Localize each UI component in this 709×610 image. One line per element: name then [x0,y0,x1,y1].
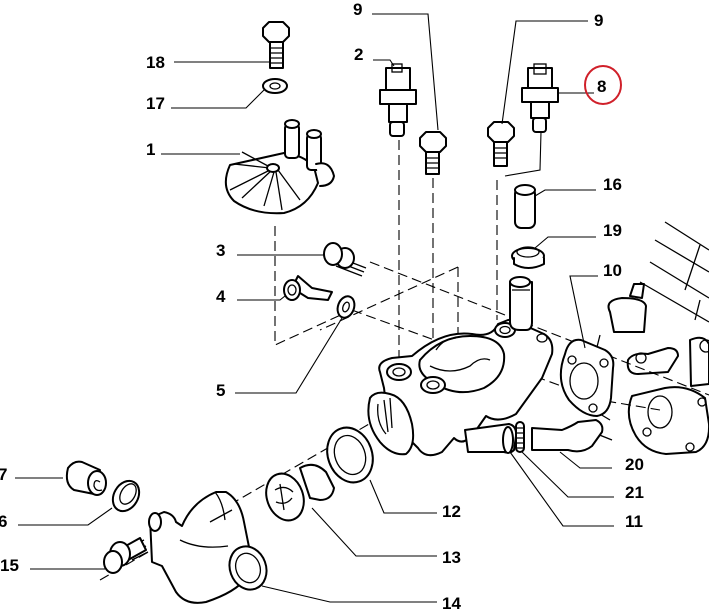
callout-10: 10 [603,261,622,280]
callout-14: 14 [442,594,461,610]
part-6-hose-clamp [111,479,141,513]
part-11-pipe [464,423,518,454]
callout-3: 3 [216,241,225,260]
part-14-thermostat-cover [148,491,268,604]
callout-labels: 18 17 1 9 2 9 8 16 19 10 3 4 5 7 6 15 12… [0,0,644,610]
callout-9-left: 9 [353,0,362,19]
callout-8: 8 [597,77,606,96]
callout-7: 7 [0,465,7,484]
part-17-washer [262,78,288,94]
part-9-bolt-right [487,121,515,167]
part-16-sleeve [514,184,536,229]
callout-9-right: 9 [594,11,603,30]
part-5-washer [336,295,356,319]
highlight-ring [584,65,622,105]
callout-2: 2 [354,45,363,64]
part-9-bolt-left [419,131,447,175]
part-1-impeller-cover [224,119,335,215]
callout-4: 4 [216,287,226,306]
part-7-cap [65,460,107,496]
part-18-bolt [262,21,290,69]
part-21-spring [515,421,525,453]
part-8-sensor [521,63,559,133]
callout-15: 15 [0,556,19,575]
thermostat-housing [367,276,554,457]
leader-lines [15,13,614,603]
part-15-flange-bolt [103,537,149,574]
callout-12: 12 [442,502,461,521]
callout-21: 21 [625,483,644,502]
callout-19: 19 [603,221,622,240]
callout-11: 11 [625,512,643,531]
callout-6: 6 [0,512,7,531]
part-13-thermostat [265,463,335,522]
callout-1: 1 [146,140,155,159]
engine-block [591,221,709,455]
callout-13: 13 [442,548,461,567]
part-12-seal-ring [326,426,374,484]
part-19-hose-clamp [511,246,545,269]
part-2-sensor [379,63,417,137]
part-20-hose [531,419,604,453]
callout-17: 17 [146,94,165,113]
callout-20: 20 [625,455,644,474]
part-10-gasket [559,338,615,417]
callout-18: 18 [146,53,165,72]
callout-16: 16 [603,175,622,194]
callout-5: 5 [216,381,225,400]
part-3-bolt [323,242,367,277]
part-4-socket-screw [283,275,333,301]
